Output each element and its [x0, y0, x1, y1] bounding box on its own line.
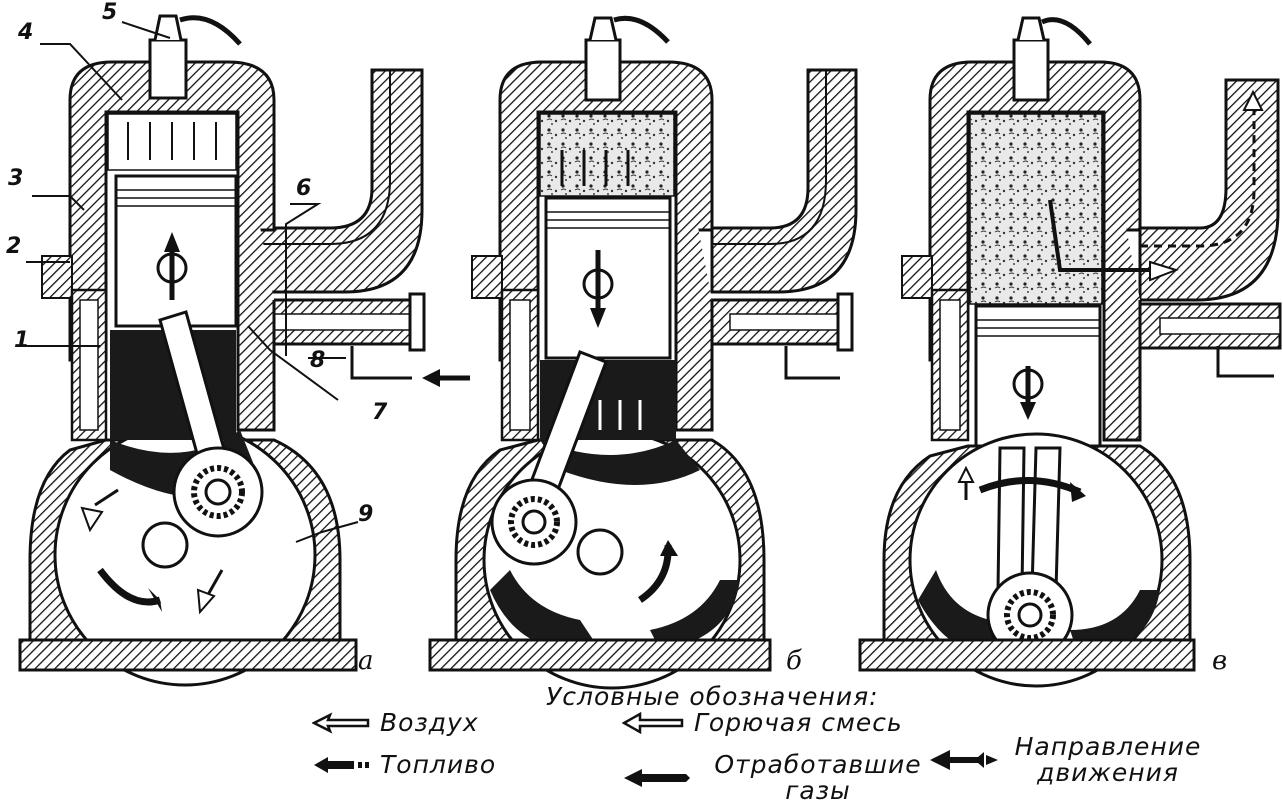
panel-label-c: в — [1212, 646, 1228, 676]
legend-item-mixture: Горючая смесь — [622, 708, 903, 737]
piston — [114, 174, 238, 328]
spark-plug — [148, 14, 242, 100]
piston — [974, 304, 1102, 448]
callout-4: 4 — [18, 20, 34, 45]
legend-item-motion: Направление движения — [928, 732, 1206, 788]
callout-3: 3 — [8, 166, 24, 191]
spark-plug — [1012, 16, 1092, 102]
callout-2: 2 — [6, 234, 22, 259]
legend-item-air: Воздух — [312, 708, 479, 737]
legend-label-fuel: Топливо — [380, 750, 497, 779]
legend-label-mixture: Горючая смесь — [694, 708, 903, 737]
fuel-arrow-icon — [312, 754, 370, 776]
exhaust-pipe — [256, 68, 424, 294]
engine-panel-a — [18, 14, 470, 687]
callout-9: 9 — [358, 502, 374, 527]
exhaust-pipe — [710, 68, 858, 294]
mixture-arrow-icon — [622, 712, 684, 735]
legend-label-motion: Направление движения — [1014, 732, 1202, 788]
piston — [544, 196, 672, 360]
callout-8: 8 — [310, 348, 326, 373]
air-arrow-icon — [312, 712, 370, 734]
legend-label-exhaust: Отработавшие газы — [714, 750, 922, 803]
panel-label-a: а — [358, 646, 374, 676]
motion-direction-arrow-icon — [928, 749, 1000, 771]
legend-label-air: Воздух — [380, 708, 479, 737]
spark-plug — [584, 15, 670, 102]
legend-item-fuel: Топливо — [312, 750, 497, 779]
legend-item-exhaust: Отработавшие газы — [622, 750, 934, 803]
engine-panel-b — [428, 15, 858, 690]
legend-title: Условные обозначения: — [546, 682, 879, 711]
callout-1: 1 — [14, 328, 30, 353]
two-stroke-engine-diagrams — [18, 14, 1282, 690]
exhaust-arrow-icon — [622, 767, 692, 789]
callout-6: 6 — [296, 176, 312, 201]
panel-label-b: б — [786, 646, 802, 676]
callout-5: 5 — [102, 0, 118, 25]
engine-panel-c — [858, 16, 1282, 688]
callout-7: 7 — [372, 400, 388, 425]
